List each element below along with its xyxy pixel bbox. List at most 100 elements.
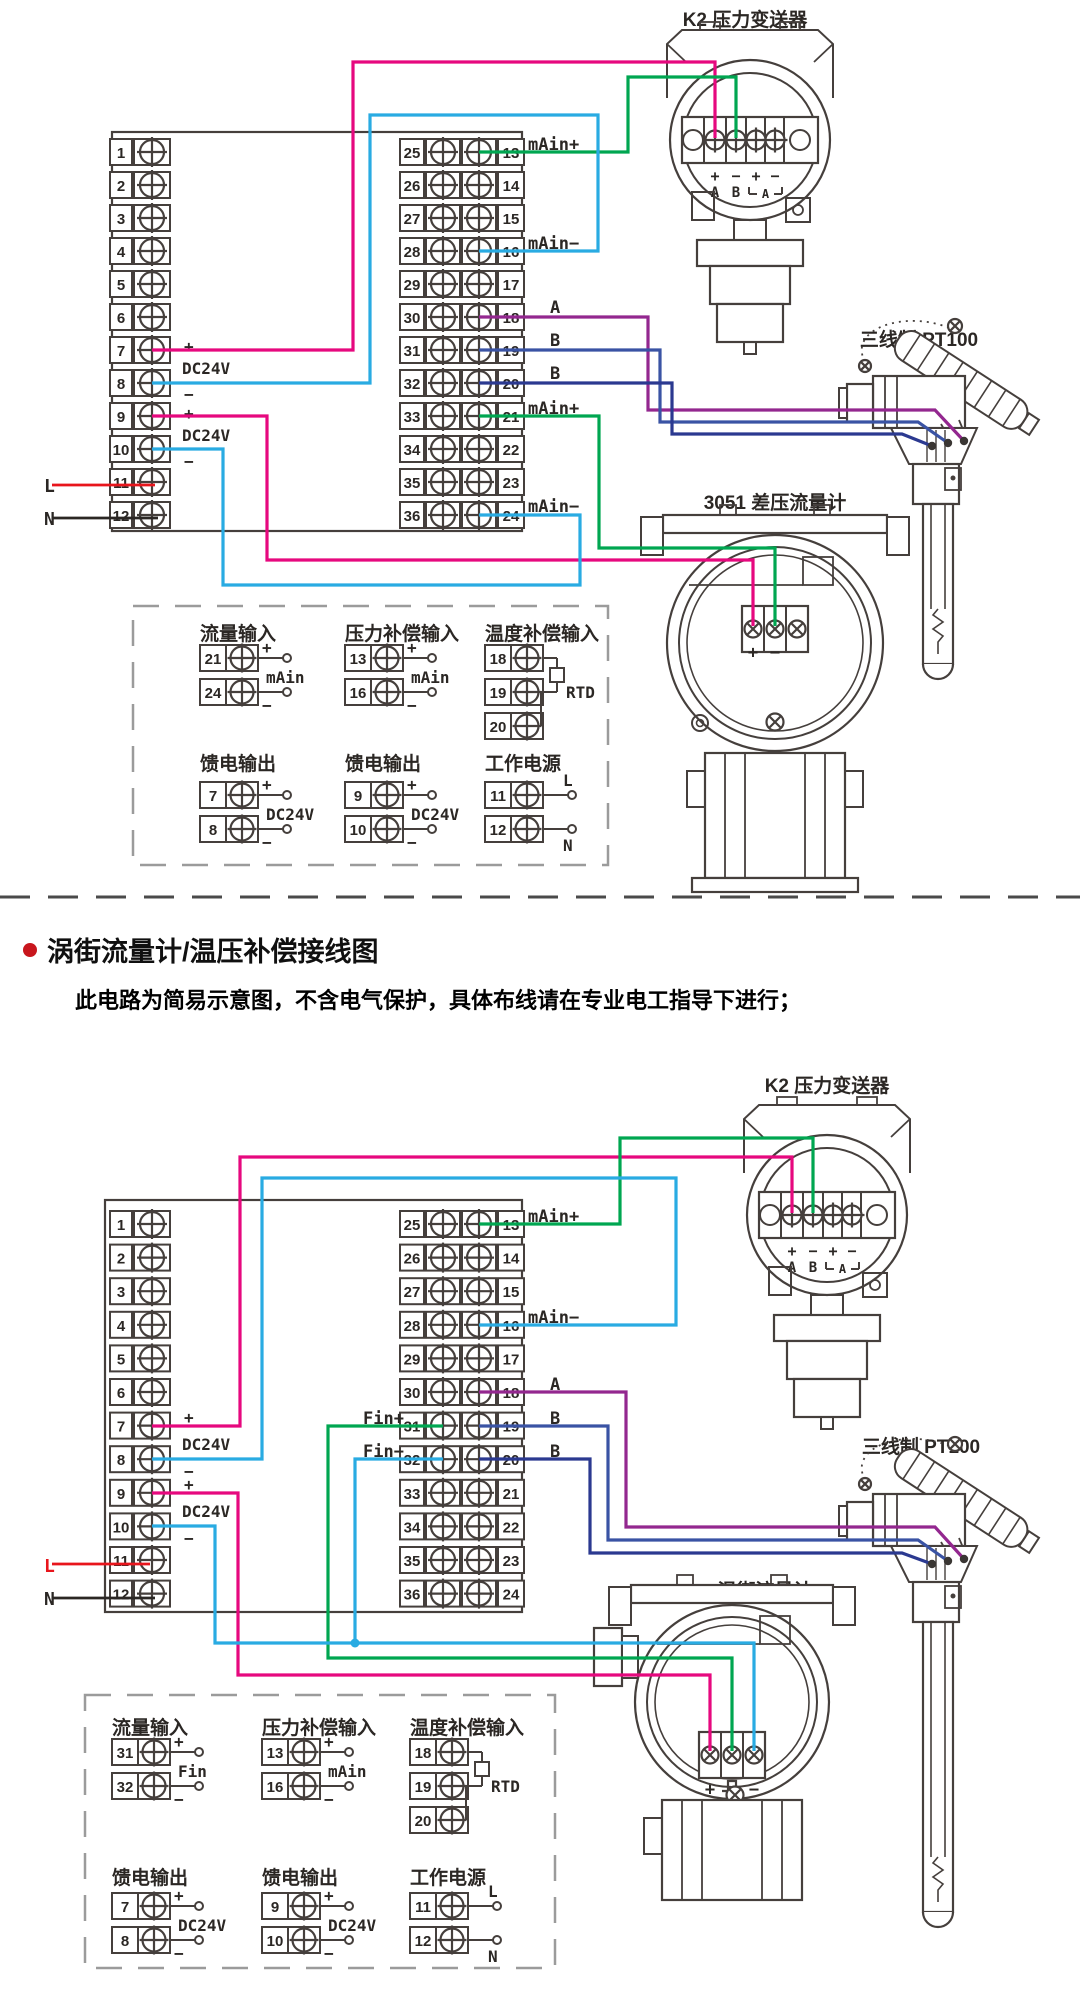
- svg-text:A: A: [550, 1375, 560, 1395]
- svg-text:RTD: RTD: [566, 683, 595, 702]
- svg-text:mAin: mAin: [411, 668, 450, 687]
- svg-text:L: L: [488, 1882, 498, 1901]
- svg-text:+: +: [407, 775, 417, 794]
- wire-green: [326, 1424, 734, 1751]
- svg-text:24: 24: [205, 685, 222, 702]
- svg-text:11: 11: [113, 1553, 129, 1570]
- svg-text:14: 14: [503, 178, 520, 195]
- svg-text:−: −: [174, 1944, 184, 1963]
- wire-purple: [479, 315, 966, 443]
- svg-text:DC24V: DC24V: [182, 359, 231, 378]
- svg-text:馈电输出: 馈电输出: [262, 1866, 338, 1889]
- svg-text:−: −: [262, 696, 272, 715]
- svg-text:mAin−: mAin−: [528, 234, 579, 254]
- svg-text:9: 9: [271, 1899, 279, 1916]
- svg-text:25: 25: [404, 145, 421, 162]
- svg-text:20: 20: [503, 1452, 520, 1469]
- svg-text:5: 5: [117, 277, 125, 294]
- svg-text:+: +: [262, 638, 272, 657]
- svg-text:N: N: [44, 1589, 55, 1610]
- svg-text:+: +: [174, 1886, 184, 1905]
- svg-text:7: 7: [121, 1899, 129, 1916]
- svg-text:35: 35: [404, 1553, 421, 1570]
- wires: [52, 1136, 969, 1751]
- svg-text:DC24V: DC24V: [266, 805, 315, 824]
- svg-text:1: 1: [117, 145, 125, 162]
- svg-text:31: 31: [404, 343, 421, 360]
- svg-text:31: 31: [117, 1745, 134, 1762]
- svg-text:16: 16: [350, 685, 367, 702]
- svg-text:16: 16: [267, 1779, 284, 1796]
- svg-text:DC24V: DC24V: [182, 426, 231, 445]
- svg-text:2: 2: [117, 1251, 125, 1268]
- svg-text:L: L: [44, 1556, 55, 1577]
- svg-text:18: 18: [415, 1745, 432, 1762]
- svg-text:36: 36: [404, 1587, 421, 1604]
- svg-text:32: 32: [404, 376, 421, 393]
- top-diagram: 流量输入21+mAin24−压力补偿输入13+mAin16−温度补偿输入1819…: [44, 8, 1041, 894]
- svg-text:−: −: [407, 696, 417, 715]
- svg-text:−: −: [184, 1529, 194, 1548]
- svg-text:30: 30: [404, 310, 421, 327]
- wire-purple: [479, 1390, 966, 1561]
- wire-terminal-dot: [959, 1554, 969, 1564]
- svg-text:L: L: [563, 771, 573, 790]
- svg-text:B: B: [550, 1409, 560, 1429]
- svg-text:8: 8: [121, 1933, 129, 1950]
- svg-text:9: 9: [354, 788, 362, 805]
- wire-pink: [152, 1491, 712, 1751]
- svg-text:29: 29: [404, 277, 421, 294]
- svg-text:+: +: [324, 1886, 334, 1905]
- wire-terminal-dot: [927, 1559, 937, 1569]
- svg-text:11: 11: [490, 788, 506, 805]
- wire-cyan: [353, 1457, 443, 1643]
- wire-blue: [479, 348, 949, 445]
- svg-text:K2 压力变送器: K2 压力变送器: [765, 1074, 891, 1097]
- svg-text:36: 36: [404, 508, 421, 525]
- svg-text:18: 18: [490, 651, 507, 668]
- svg-text:23: 23: [503, 1553, 520, 1570]
- svg-text:26: 26: [404, 1251, 421, 1268]
- svg-text:3: 3: [117, 1284, 125, 1301]
- svg-text:mAin+: mAin+: [528, 399, 579, 419]
- svg-text:10: 10: [350, 822, 367, 839]
- svg-text:3: 3: [117, 211, 125, 228]
- svg-text:7: 7: [209, 788, 217, 805]
- svg-text:DC24V: DC24V: [182, 1435, 231, 1454]
- svg-text:+: +: [184, 337, 194, 356]
- svg-text:mAin−: mAin−: [528, 497, 579, 517]
- svg-text:28: 28: [404, 244, 421, 261]
- svg-text:mAin: mAin: [266, 668, 305, 687]
- svg-text:22: 22: [503, 1519, 520, 1536]
- svg-text:−: −: [184, 452, 194, 471]
- svg-text:−: −: [808, 1242, 817, 1260]
- svg-text:5: 5: [117, 1351, 125, 1368]
- svg-text:−: −: [731, 167, 740, 185]
- svg-text:+: +: [751, 167, 760, 185]
- svg-text:−: −: [184, 1462, 194, 1481]
- svg-text:流量输入: 流量输入: [200, 622, 276, 645]
- svg-text:2: 2: [117, 178, 125, 195]
- svg-text:mAin: mAin: [328, 1762, 367, 1781]
- svg-text:9: 9: [117, 409, 125, 426]
- svg-text:DC24V: DC24V: [182, 1502, 231, 1521]
- wire-pink: [152, 60, 717, 352]
- svg-text:24: 24: [503, 1587, 520, 1604]
- wire-junction-dot: [350, 1638, 360, 1648]
- svg-text:+: +: [705, 1780, 715, 1800]
- svg-text:28: 28: [404, 1318, 421, 1335]
- wire-navy: [479, 381, 933, 448]
- wire-pink: [152, 414, 755, 626]
- svg-text:32: 32: [404, 1452, 421, 1469]
